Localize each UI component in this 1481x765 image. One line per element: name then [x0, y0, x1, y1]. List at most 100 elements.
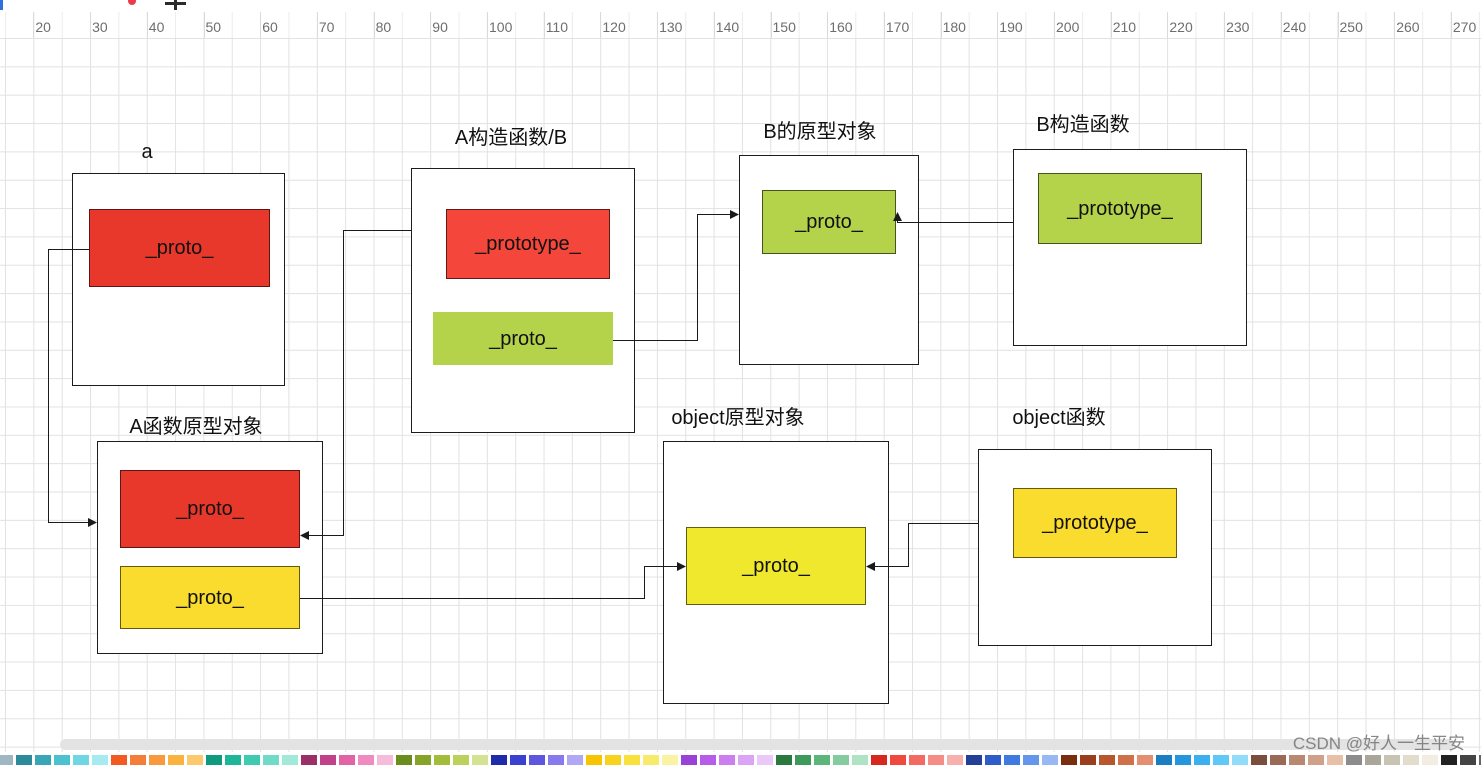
node-title-object-a[interactable]: a: [141, 141, 153, 163]
palette-swatch[interactable]: [1441, 755, 1457, 765]
palette-swatch[interactable]: [1403, 755, 1419, 765]
connector-b-constructor-to-b-prototype[interactable]: [897, 220, 1014, 223]
horizontal-scrollbar[interactable]: [60, 739, 1455, 750]
palette-swatch[interactable]: [928, 755, 944, 765]
a-prototype-box[interactable]: _proto_ _proto_: [97, 441, 323, 654]
a-constructor-proto-cell[interactable]: _proto_: [433, 312, 613, 365]
palette-swatch[interactable]: [339, 755, 355, 765]
palette-swatch[interactable]: [0, 755, 13, 765]
palette-swatch[interactable]: [890, 755, 906, 765]
palette-swatch[interactable]: [567, 755, 583, 765]
palette-swatch[interactable]: [947, 755, 963, 765]
b-constructor-prototype-cell[interactable]: _prototype_: [1038, 173, 1202, 244]
a-constructor-prototype-cell[interactable]: _prototype_: [446, 209, 610, 279]
palette-swatch[interactable]: [168, 755, 184, 765]
palette-swatch[interactable]: [434, 755, 450, 765]
palette-swatch[interactable]: [377, 755, 393, 765]
connector-a-prototype-to-object-prototype[interactable]: [300, 566, 678, 599]
palette-swatch[interactable]: [814, 755, 830, 765]
palette-swatch[interactable]: [662, 755, 678, 765]
palette-swatch[interactable]: [1137, 755, 1153, 765]
palette-swatch[interactable]: [472, 755, 488, 765]
palette-swatch[interactable]: [1289, 755, 1305, 765]
node-title-object-function[interactable]: object函数: [1012, 407, 1106, 429]
object-prototype-proto-cell[interactable]: _proto_: [686, 527, 866, 605]
plus-icon[interactable]: [165, 0, 186, 12]
palette-swatch[interactable]: [1099, 755, 1115, 765]
palette-swatch[interactable]: [244, 755, 260, 765]
palette-swatch[interactable]: [111, 755, 127, 765]
a-prototype-proto-cell-yellow[interactable]: _proto_: [120, 566, 300, 629]
palette-swatch[interactable]: [833, 755, 849, 765]
palette-swatch[interactable]: [548, 755, 564, 765]
palette-swatch[interactable]: [529, 755, 545, 765]
palette-swatch[interactable]: [1460, 755, 1476, 765]
palette-swatch[interactable]: [1365, 755, 1381, 765]
palette-swatch[interactable]: [16, 755, 32, 765]
palette-swatch[interactable]: [871, 755, 887, 765]
red-dot-icon[interactable]: [128, 0, 136, 5]
palette-swatch[interactable]: [54, 755, 70, 765]
palette-swatch[interactable]: [1042, 755, 1058, 765]
palette-swatch[interactable]: [92, 755, 108, 765]
palette-swatch[interactable]: [985, 755, 1001, 765]
palette-swatch[interactable]: [681, 755, 697, 765]
object-function-box[interactable]: _prototype_: [978, 449, 1212, 646]
palette-swatch[interactable]: [1327, 755, 1343, 765]
palette-swatch[interactable]: [225, 755, 241, 765]
palette-swatch[interactable]: [1251, 755, 1267, 765]
palette-swatch[interactable]: [491, 755, 507, 765]
palette-swatch[interactable]: [1308, 755, 1324, 765]
palette-swatch[interactable]: [415, 755, 431, 765]
palette-swatch[interactable]: [1232, 755, 1248, 765]
palette-swatch[interactable]: [301, 755, 317, 765]
palette-swatch[interactable]: [282, 755, 298, 765]
connector-a-constructor-to-b-prototype[interactable]: [613, 214, 731, 341]
palette-swatch[interactable]: [624, 755, 640, 765]
connector-object-function-to-object-prototype[interactable]: [875, 523, 978, 567]
connector-a-constructor-to-a-prototype[interactable]: [309, 230, 411, 536]
palette-swatch[interactable]: [35, 755, 51, 765]
object-a-proto-cell[interactable]: _proto_: [89, 209, 270, 287]
palette-swatch[interactable]: [149, 755, 165, 765]
palette-swatch[interactable]: [453, 755, 469, 765]
object-a-box[interactable]: _proto_: [72, 173, 285, 386]
palette-swatch[interactable]: [1270, 755, 1286, 765]
palette-swatch[interactable]: [1213, 755, 1229, 765]
toolbar-blue-edge[interactable]: [0, 0, 3, 10]
palette-swatch[interactable]: [852, 755, 868, 765]
node-title-b-constructor[interactable]: B构造函数: [1036, 114, 1130, 136]
palette-swatch[interactable]: [510, 755, 526, 765]
palette-swatch[interactable]: [358, 755, 374, 765]
b-prototype-proto-cell[interactable]: _proto_: [762, 190, 896, 254]
node-title-object-prototype[interactable]: object原型对象: [671, 407, 805, 429]
palette-swatch[interactable]: [1346, 755, 1362, 765]
b-constructor-box[interactable]: _prototype_: [1013, 149, 1247, 346]
node-title-a-constructor[interactable]: A构造函数/B: [454, 127, 568, 149]
palette-swatch[interactable]: [1194, 755, 1210, 765]
palette-swatch[interactable]: [966, 755, 982, 765]
palette-swatch[interactable]: [187, 755, 203, 765]
palette-swatch[interactable]: [130, 755, 146, 765]
object-prototype-box[interactable]: _proto_: [663, 441, 889, 704]
b-prototype-box[interactable]: _proto_: [739, 155, 919, 365]
palette-swatch[interactable]: [1004, 755, 1020, 765]
node-title-b-prototype[interactable]: B的原型对象: [763, 121, 877, 143]
palette-swatch[interactable]: [909, 755, 925, 765]
connector-object-a-to-a-prototype[interactable]: [48, 249, 90, 523]
palette-swatch[interactable]: [206, 755, 222, 765]
palette-swatch[interactable]: [757, 755, 773, 765]
palette-swatch[interactable]: [605, 755, 621, 765]
palette-swatch[interactable]: [1175, 755, 1191, 765]
palette-swatch[interactable]: [795, 755, 811, 765]
palette-swatch[interactable]: [320, 755, 336, 765]
a-prototype-proto-cell-red[interactable]: _proto_: [120, 470, 300, 548]
palette-swatch[interactable]: [586, 755, 602, 765]
palette-swatch[interactable]: [738, 755, 754, 765]
palette-swatch[interactable]: [719, 755, 735, 765]
palette-swatch[interactable]: [643, 755, 659, 765]
palette-swatch[interactable]: [1118, 755, 1134, 765]
palette-swatch[interactable]: [1384, 755, 1400, 765]
a-constructor-box[interactable]: _prototype_ _proto_: [411, 168, 635, 433]
